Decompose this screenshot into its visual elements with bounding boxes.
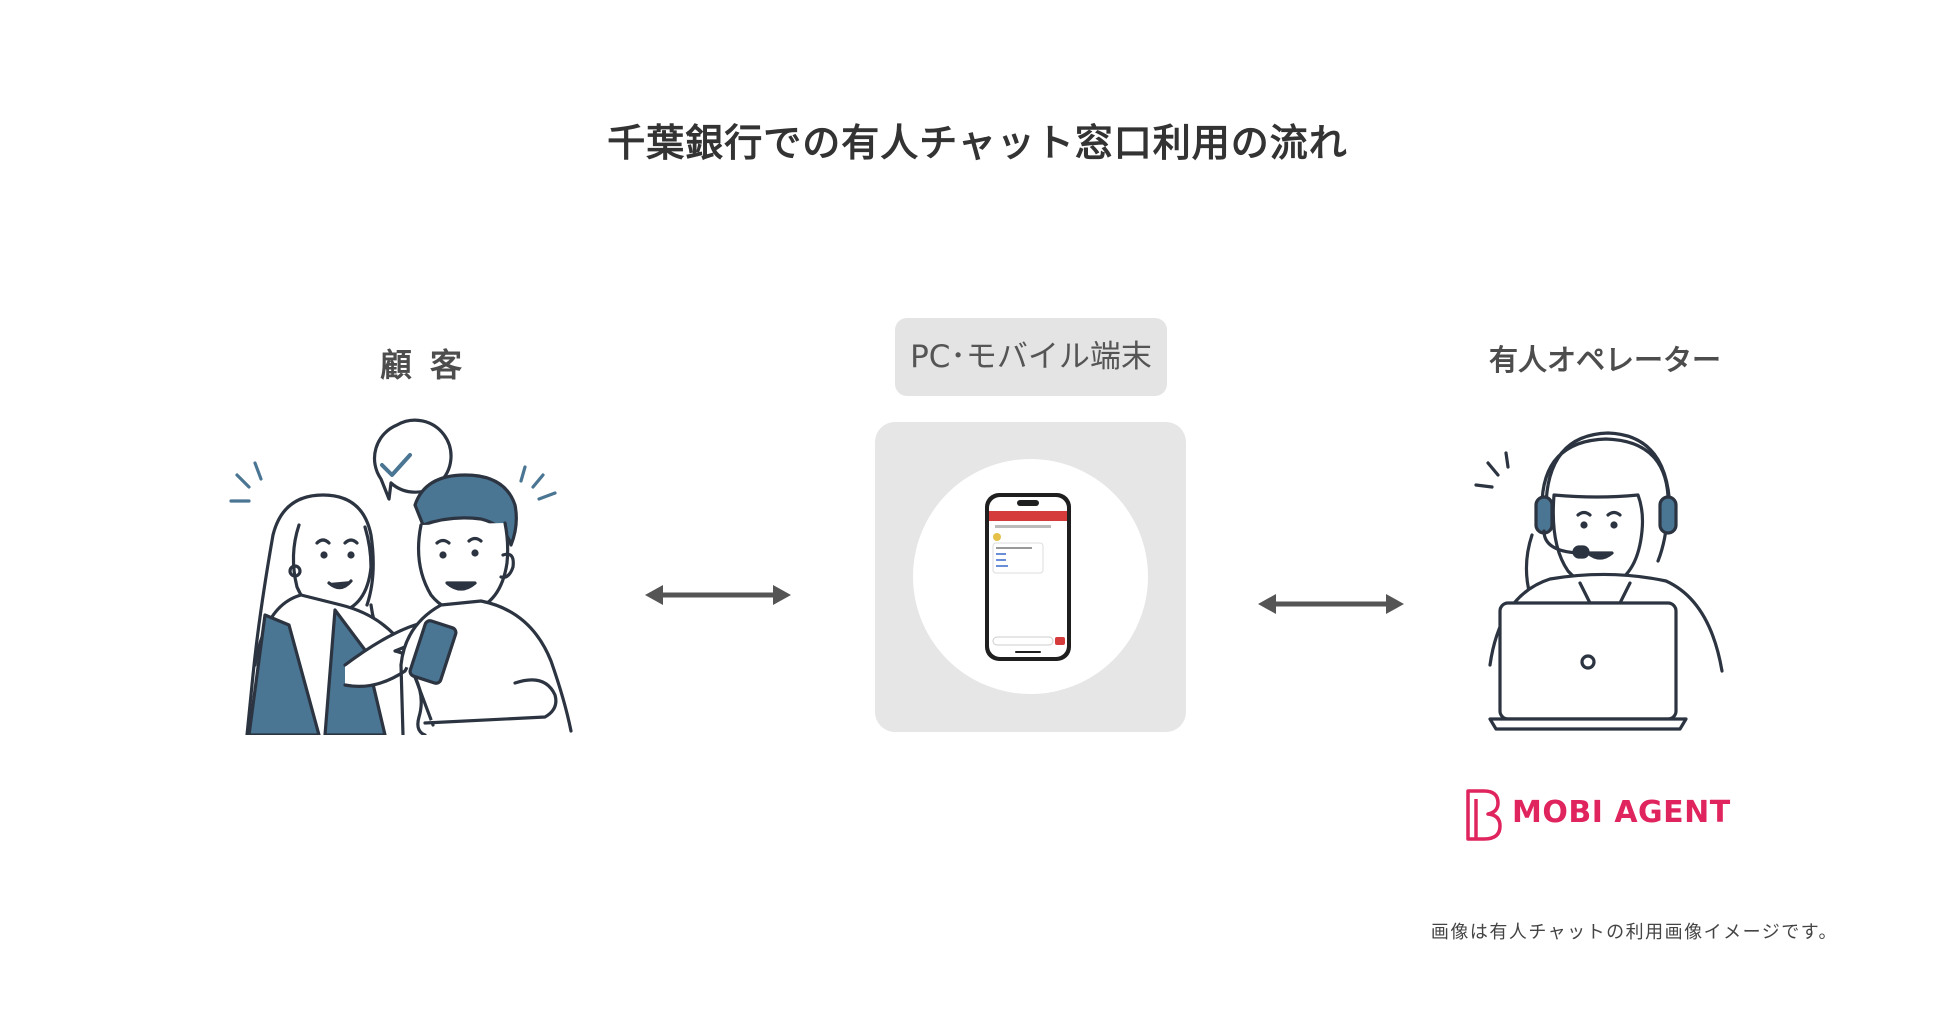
smartphone-icon (985, 493, 1071, 661)
device-panel (875, 422, 1186, 732)
mobi-agent-logo: MOBI AGENT (1462, 785, 1742, 845)
customer-label: 顧客 (379, 346, 480, 384)
bidirectional-arrow (1258, 594, 1404, 614)
mobi-agent-logo-text: MOBI AGENT (1512, 795, 1731, 830)
device-circle (913, 459, 1148, 694)
device-label: PC･モバイル端末 (895, 318, 1167, 396)
mobi-agent-logo-mark (1466, 789, 1502, 841)
page-title: 千葉銀行での有人チャット窓口利用の流れ (607, 121, 1348, 165)
customers-illustration (229, 418, 573, 735)
operator-label: 有人オペレーター (1488, 343, 1721, 377)
image-caption: 画像は有人チャットの利用画像イメージです。 (1430, 922, 1838, 943)
operator-illustration (1474, 431, 1724, 731)
bidirectional-arrow (645, 585, 791, 605)
